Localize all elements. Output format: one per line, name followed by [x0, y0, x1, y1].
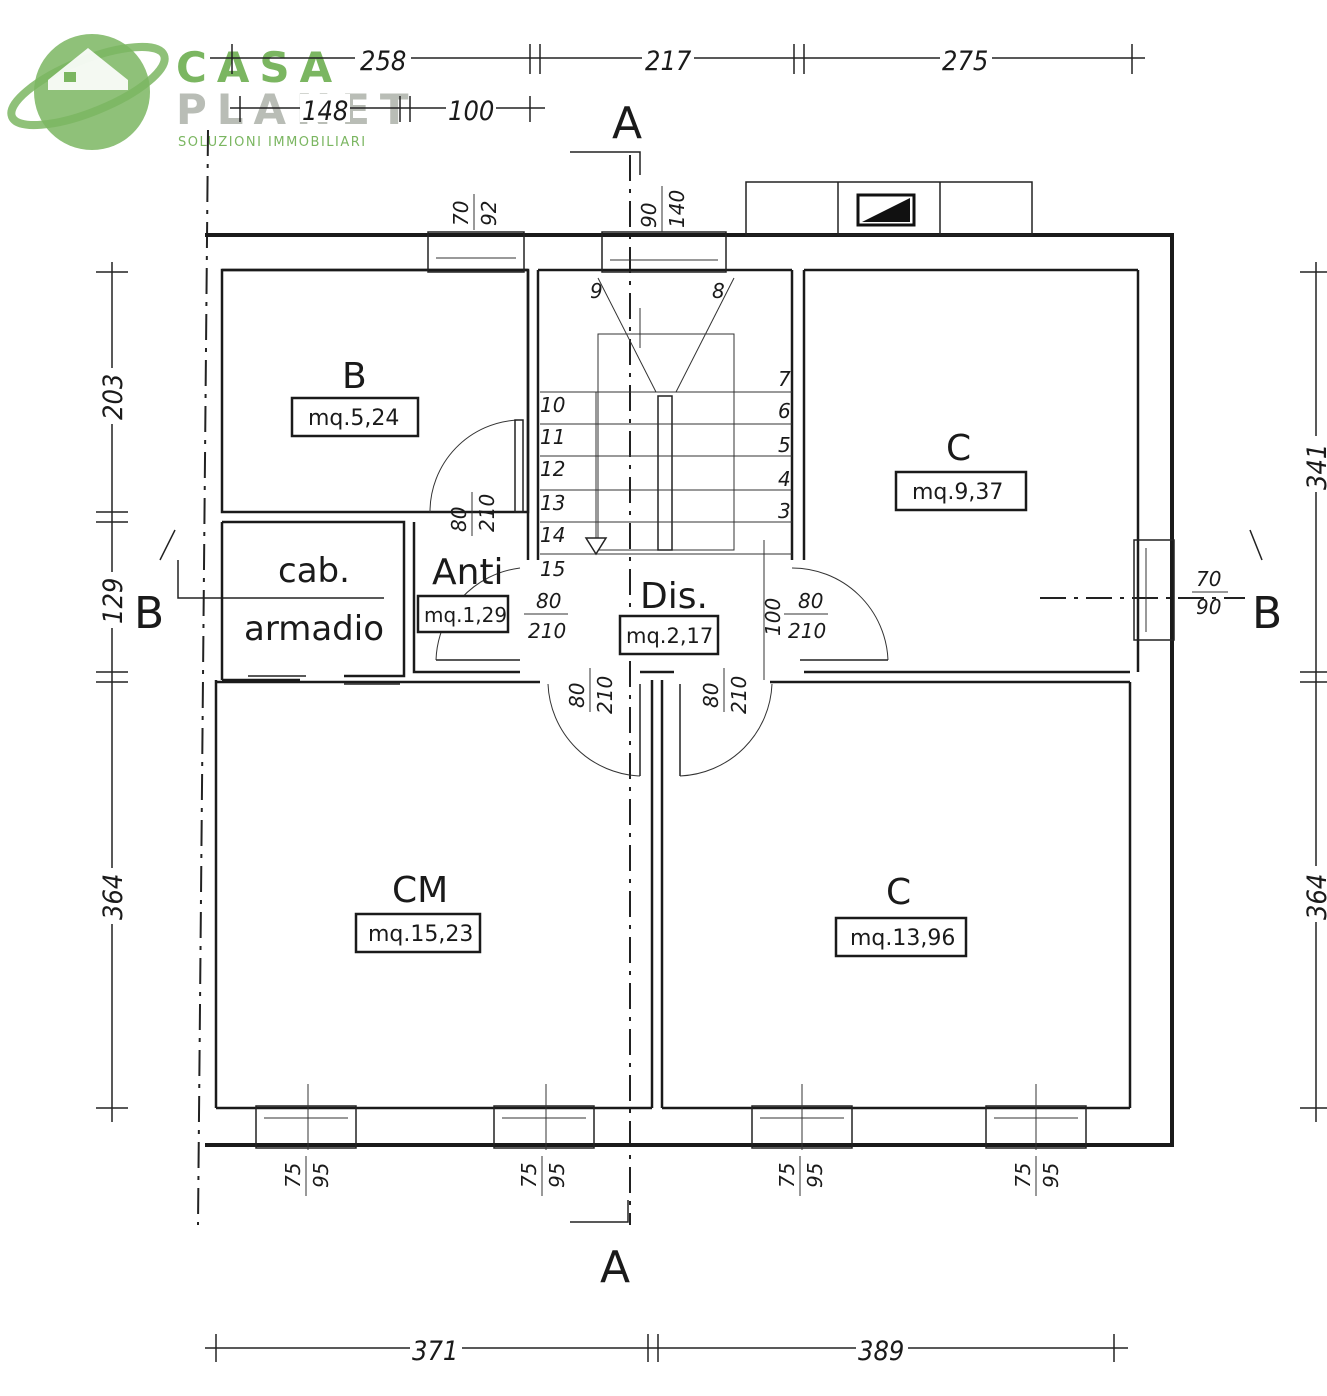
stair-num-6: 6	[778, 399, 791, 423]
room-anti-label: Anti	[432, 552, 504, 593]
dimension-bottom: 371 389	[205, 1334, 1128, 1367]
logo-tagline: SOLUZIONI IMMOBILIARI	[178, 135, 367, 150]
chimney	[745, 181, 1033, 236]
stair-num-8: 8	[712, 279, 725, 303]
logo-line2: PLANET	[176, 85, 419, 134]
win-stair-width: 90	[637, 203, 661, 228]
stair-num-4: 4	[778, 467, 791, 491]
door-c-top-height: 210	[788, 619, 826, 643]
door-b-width: 80	[447, 507, 471, 532]
door-c-bottom-width: 80	[699, 683, 723, 708]
dim-left-2: 129	[98, 578, 129, 624]
room-c-bottom: C mq.13,96	[834, 872, 968, 958]
room-c-bottom-label: C	[886, 872, 911, 913]
stair-num-9: 9	[590, 279, 603, 303]
casa-planet-logo: CASA PLANET SOLUZIONI IMMOBILIARI	[7, 34, 419, 150]
dim-bottom-1: 371	[412, 1336, 458, 1367]
opening-dimensions: 70 92 90 140 70 90 80 210 80 210 100	[281, 186, 1228, 1196]
section-b-left: B	[134, 588, 164, 639]
win-right-height: 90	[1196, 595, 1221, 619]
win-bottom-1-width: 75	[281, 1163, 305, 1188]
room-c-top: C mq.9,37	[894, 428, 1028, 512]
stair-num-5: 5	[778, 433, 791, 457]
room-cab-armadio: cab. armadio	[230, 551, 384, 649]
staircase: 10 11 12 13 14 15 7 6 5 4 3 9 8	[540, 277, 792, 680]
logo-line1: CASA	[176, 43, 342, 92]
room-dis-label: Dis.	[640, 576, 708, 617]
room-c-bottom-area: mq.13,96	[850, 926, 955, 951]
door-anti-height: 210	[528, 619, 566, 643]
stair-num-11: 11	[540, 425, 565, 449]
win-bottom-3-width: 75	[775, 1163, 799, 1188]
stair-num-12: 12	[540, 457, 565, 481]
door-c-top-width: 80	[798, 589, 823, 613]
dimension-right: 341 364	[1300, 262, 1327, 1122]
room-c-top-area: mq.9,37	[912, 480, 1003, 505]
dim-right-1: 341	[1302, 444, 1327, 490]
dimension-top: 258 217 275 148 100	[210, 44, 1145, 127]
section-a-bottom: A	[600, 1242, 630, 1293]
win-bottom-4-height: 95	[1039, 1163, 1063, 1188]
room-cm: CM mq.15,23	[354, 870, 482, 954]
logo-house-window	[64, 72, 76, 82]
dim-top-1: 258	[360, 46, 406, 77]
win-right-width: 70	[1196, 567, 1221, 591]
room-b-label: B	[342, 356, 367, 397]
win-bottom-1-height: 95	[309, 1163, 333, 1188]
windows	[255, 231, 1175, 1149]
door-cm-height: 210	[593, 676, 617, 714]
section-a-top: A	[612, 98, 642, 149]
dim-top2-1: 148	[302, 96, 348, 127]
room-c-top-label: C	[946, 428, 971, 469]
dim-top-3: 275	[942, 46, 988, 77]
stair-num-3: 3	[778, 499, 791, 523]
window-ticks	[307, 1084, 1037, 1150]
dimension-left: 203 129 364	[96, 262, 129, 1122]
win-b-height: 92	[477, 201, 501, 226]
door-cm-width: 80	[565, 683, 589, 708]
room-anti-area: mq.1,29	[424, 603, 507, 627]
section-b-right: B	[1252, 588, 1282, 639]
win-bottom-2-height: 95	[545, 1163, 569, 1188]
win-bottom-2-width: 75	[517, 1163, 541, 1188]
dim-right-2: 364	[1302, 874, 1327, 920]
room-cm-label: CM	[392, 870, 448, 911]
room-b: B mq.5,24	[290, 356, 420, 438]
room-dis: Dis. mq.2,17	[618, 576, 720, 656]
room-cab-line2: armadio	[244, 609, 384, 649]
room-anti: Anti mq.1,29	[416, 552, 510, 634]
interior-walls	[216, 268, 1130, 1108]
room-cm-area: mq.15,23	[368, 922, 473, 947]
win-bottom-4-width: 75	[1011, 1163, 1035, 1188]
section-lines: A A B B	[134, 98, 1282, 1293]
door-b-height: 210	[475, 494, 499, 532]
stair-num-10: 10	[540, 393, 565, 417]
stair-num-7: 7	[778, 367, 791, 391]
dim-left-3: 364	[98, 874, 129, 920]
room-cab-line1: cab.	[278, 551, 350, 591]
stair-num-15: 15	[540, 557, 565, 581]
door-c-bottom-height: 210	[727, 676, 751, 714]
dim-left-1: 203	[98, 374, 129, 420]
door-anti-width: 80	[536, 589, 561, 613]
stair-width: 100	[761, 598, 785, 636]
win-b-width: 70	[449, 201, 473, 226]
stair-num-13: 13	[540, 491, 565, 515]
room-dis-area: mq.2,17	[626, 624, 713, 648]
dim-top-2: 217	[645, 46, 692, 77]
room-b-area: mq.5,24	[308, 406, 399, 431]
win-bottom-3-height: 95	[803, 1163, 827, 1188]
dim-top2-2: 100	[448, 96, 494, 127]
win-stair-height: 140	[665, 190, 689, 228]
stair-num-14: 14	[540, 523, 565, 547]
dim-bottom-2: 389	[858, 1336, 904, 1367]
